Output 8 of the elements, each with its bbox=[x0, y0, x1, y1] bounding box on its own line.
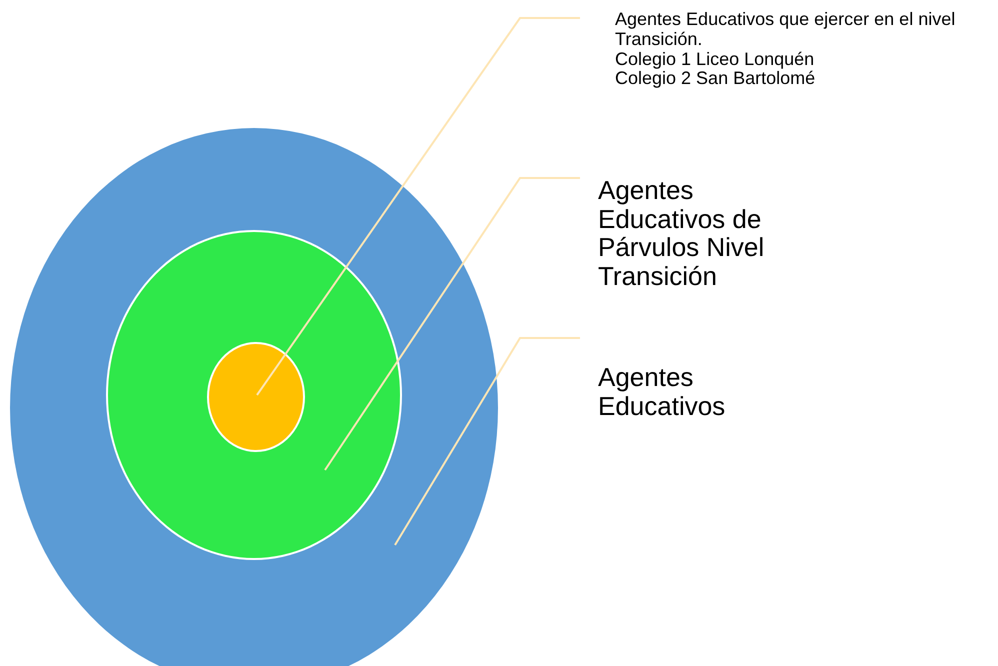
leader-line bbox=[394, 337, 580, 546]
leader-line bbox=[256, 17, 580, 396]
label-text: Colegio 2 San Bartolomé bbox=[615, 69, 816, 90]
label-text: Colegio 1 Liceo Lonquén bbox=[615, 50, 816, 70]
label-text: Agentes Educativos que ejercer en el nivel Transición. bbox=[615, 10, 956, 50]
label-text: Agentes Educativos de Párvulos Nivel Transición bbox=[598, 176, 766, 290]
leader-line bbox=[324, 177, 580, 471]
label-text: Agentes Educativos bbox=[598, 363, 726, 420]
